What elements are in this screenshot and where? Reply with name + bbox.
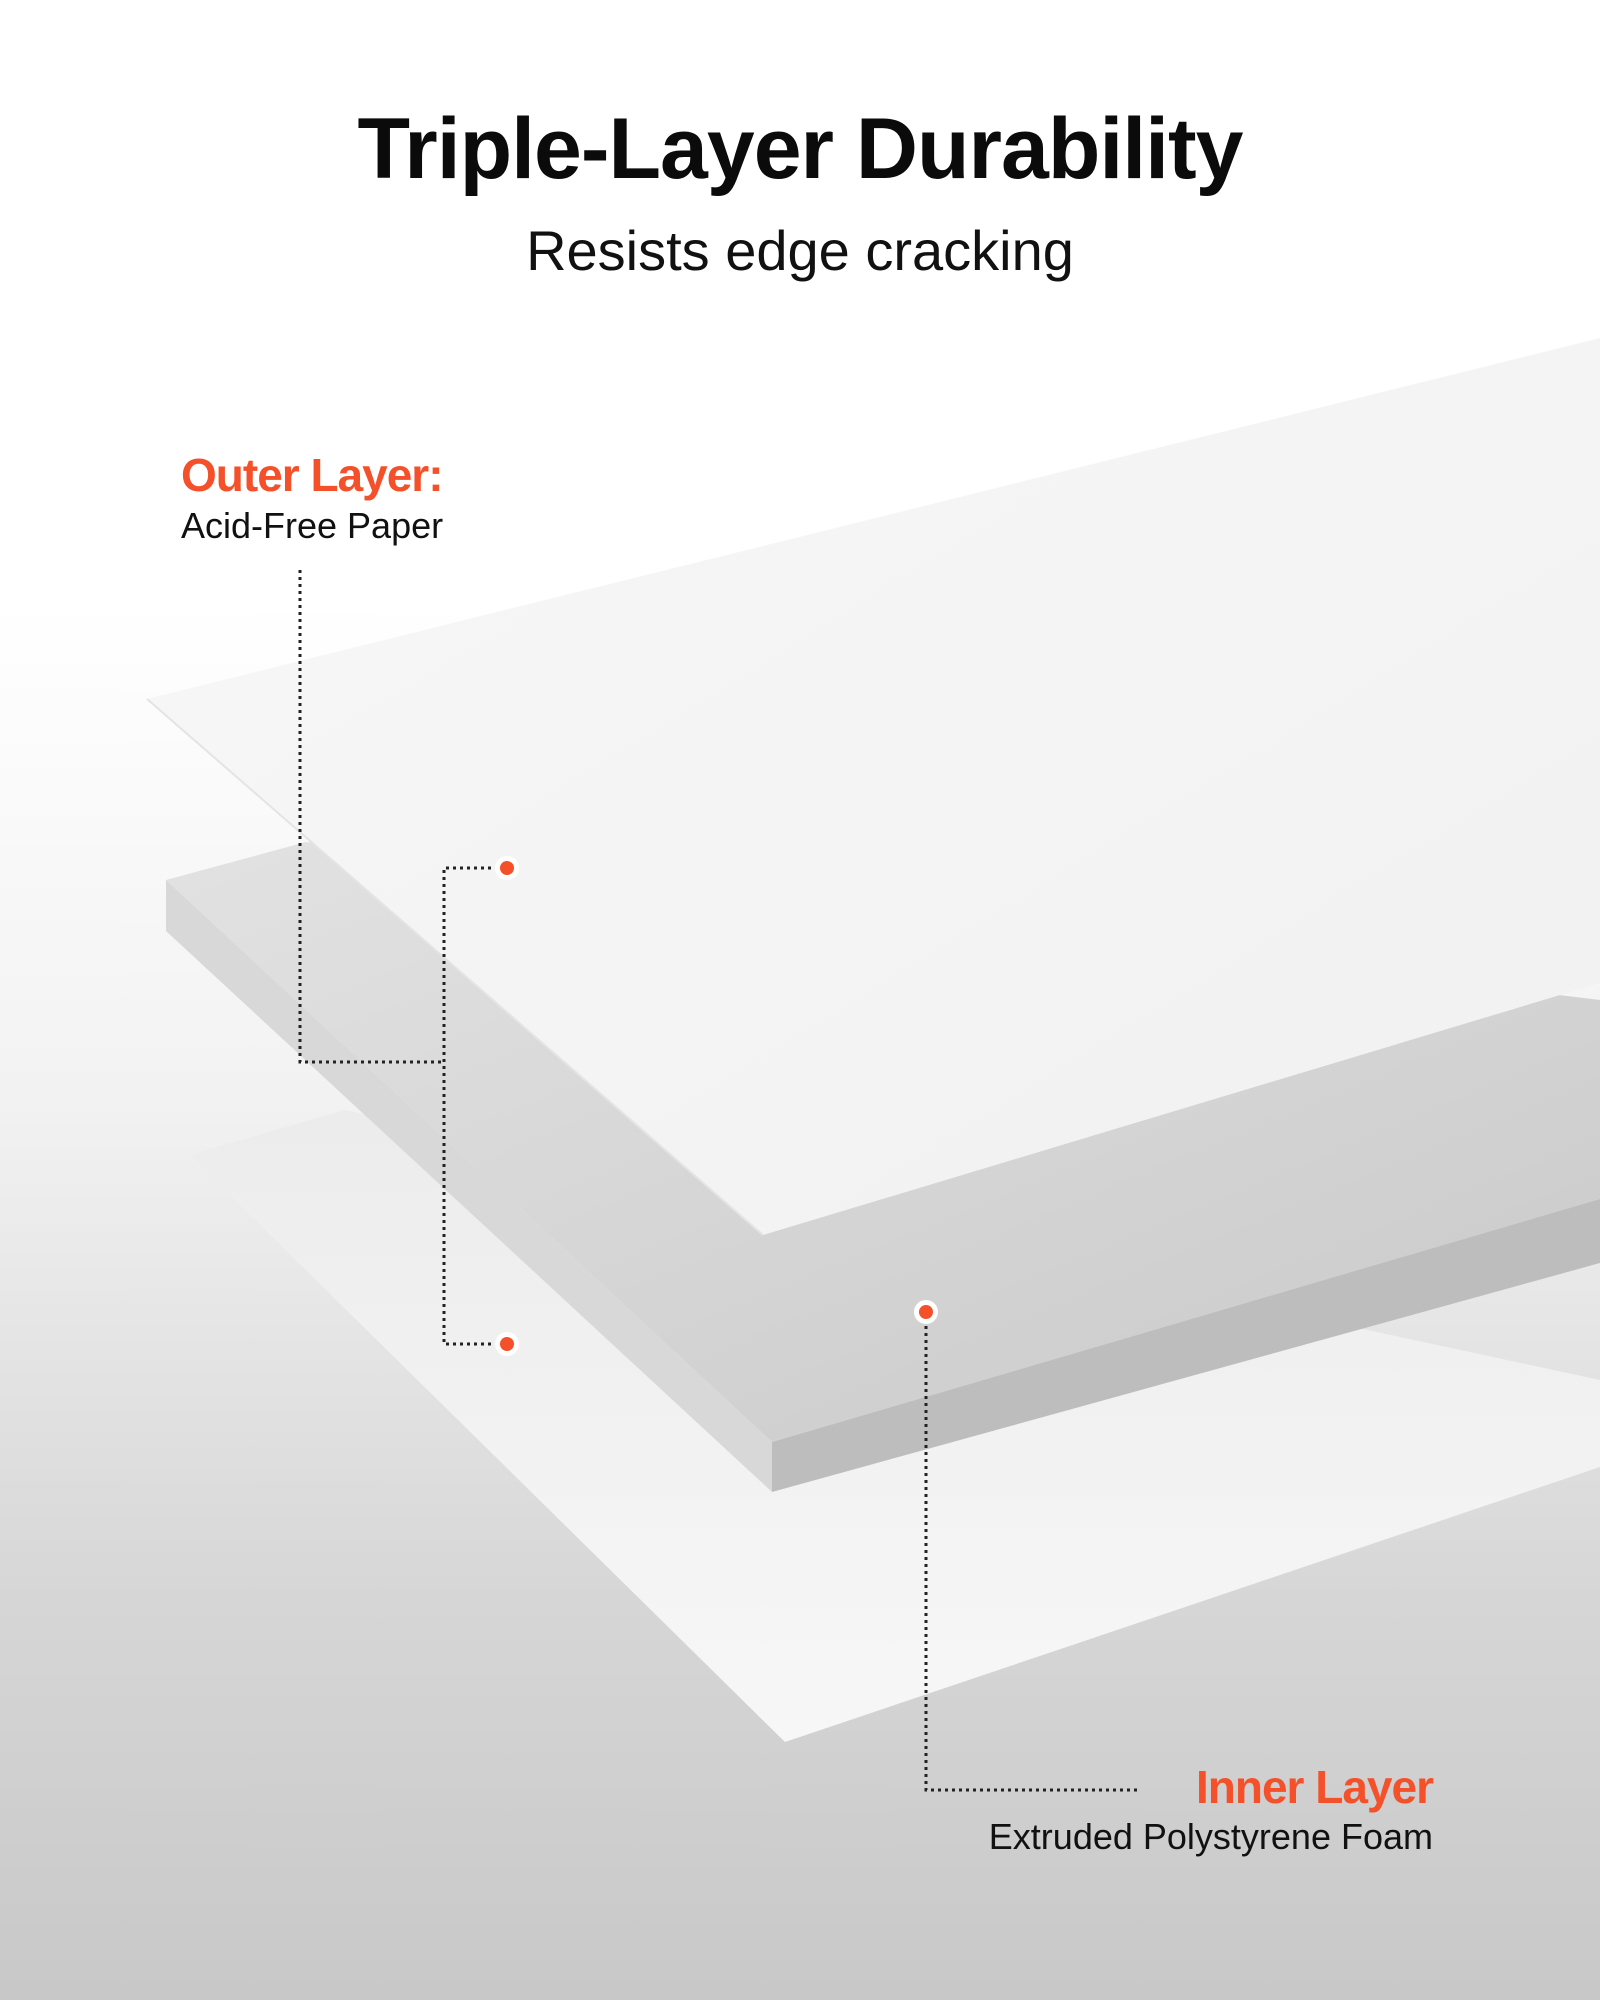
marker-dot-inner [914,1300,938,1324]
page-title: Triple-Layer Durability [357,101,1243,197]
inner-layer-title: Inner Layer [1196,1761,1434,1813]
marker-dot-outer-top [495,856,519,880]
outer-layer-description: Acid-Free Paper [181,505,444,546]
marker-dot-outer-bottom [495,1332,519,1356]
inner-layer-leader [924,1312,1140,1792]
outer-layer-leader [298,570,491,1346]
page-subtitle: Resists edge cracking [526,219,1074,282]
inner-layer-description: Extruded Polystyrene Foam [988,1816,1433,1857]
outer-layer-title: Outer Layer: [181,449,444,501]
top-paper-sheet [147,338,1600,1235]
